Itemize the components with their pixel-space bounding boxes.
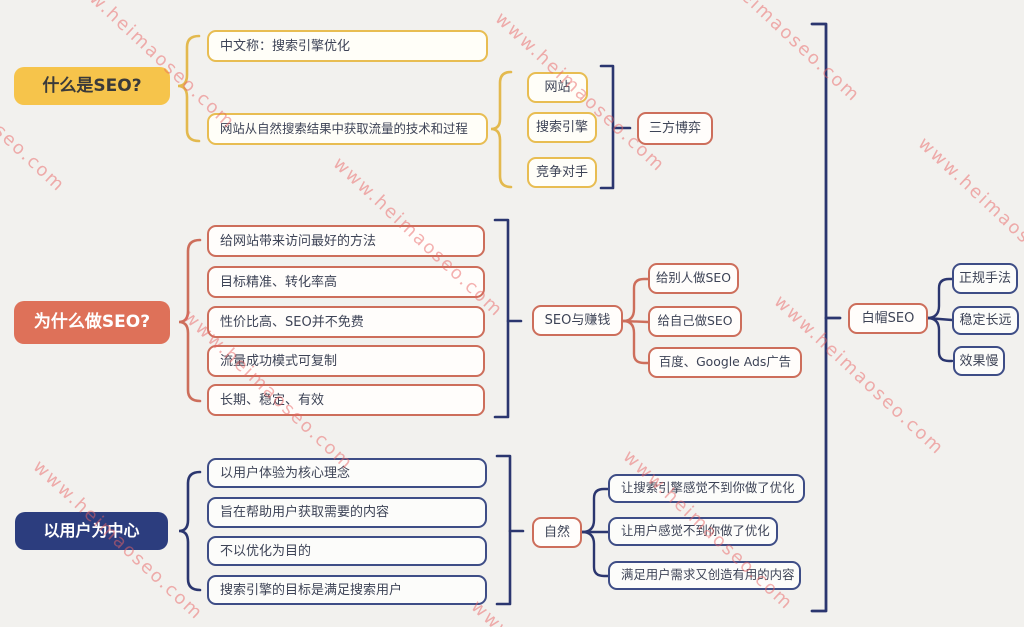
bracket-all (810, 22, 828, 613)
node-stable-long-term: 稳定长远 (952, 306, 1019, 335)
node-white-hat-seo: 白帽SEO (848, 303, 928, 334)
node-seo-for-others: 给别人做SEO (648, 263, 739, 294)
brace-why-seo (178, 238, 202, 403)
node-seo-for-self: 给自己做SEO (648, 306, 742, 337)
node-help-users: 旨在帮助用户获取需要的内容 (207, 497, 487, 528)
node-website: 网站 (527, 72, 588, 103)
node-paid-ads: 百度、Google Ads广告 (648, 347, 802, 378)
bracket-parties (599, 64, 615, 190)
bracket-why-items (493, 218, 510, 419)
node-legit-methods: 正规手法 (952, 263, 1018, 294)
fan-natural (580, 487, 610, 578)
node-engine-goal: 搜索引擎的目标是满足搜索用户 (207, 575, 487, 605)
node-competitor: 竞争对手 (527, 157, 597, 188)
node-not-for-optimization: 不以优化为目的 (207, 536, 487, 566)
node-slow-effect: 效果慢 (953, 346, 1005, 376)
brace-what-is-seo (177, 34, 201, 143)
node-search-engine: 搜索引擎 (527, 112, 597, 143)
node-long-term-stable: 长期、稳定、有效 (207, 384, 485, 416)
bracket-user-items (495, 454, 512, 606)
brace-definition-parties (490, 70, 513, 189)
brace-user-centered (178, 470, 202, 592)
node-cost-effective: 性价比高、SEO并不免费 (207, 306, 485, 338)
node-user-unaware: 让用户感觉不到你做了优化 (608, 517, 778, 546)
node-what-is-seo: 什么是SEO? (14, 67, 170, 105)
node-three-party-game: 三方博弈 (637, 112, 713, 145)
node-why-seo: 为什么做SEO? (14, 301, 170, 344)
node-engine-unaware: 让搜索引擎感觉不到你做了优化 (608, 474, 805, 503)
node-best-method: 给网站带来访问最好的方法 (207, 225, 485, 257)
node-natural: 自然 (532, 517, 582, 548)
node-user-centered: 以用户为中心 (15, 512, 168, 550)
fan-seo-money (621, 277, 650, 365)
node-chinese-name: 中文称：搜索引擎优化 (207, 30, 488, 62)
node-replicable-model: 流量成功模式可复制 (207, 345, 485, 377)
node-precise-target: 目标精准、转化率高 (207, 266, 485, 298)
node-seo-money: SEO与赚钱 (532, 305, 623, 336)
node-useful-content: 满足用户需求又创造有用的内容 (608, 561, 801, 590)
fan-white-hat (925, 277, 954, 363)
node-ux-core: 以用户体验为核心理念 (207, 458, 487, 488)
node-seo-definition: 网站从自然搜索结果中获取流量的技术和过程 (207, 113, 488, 145)
